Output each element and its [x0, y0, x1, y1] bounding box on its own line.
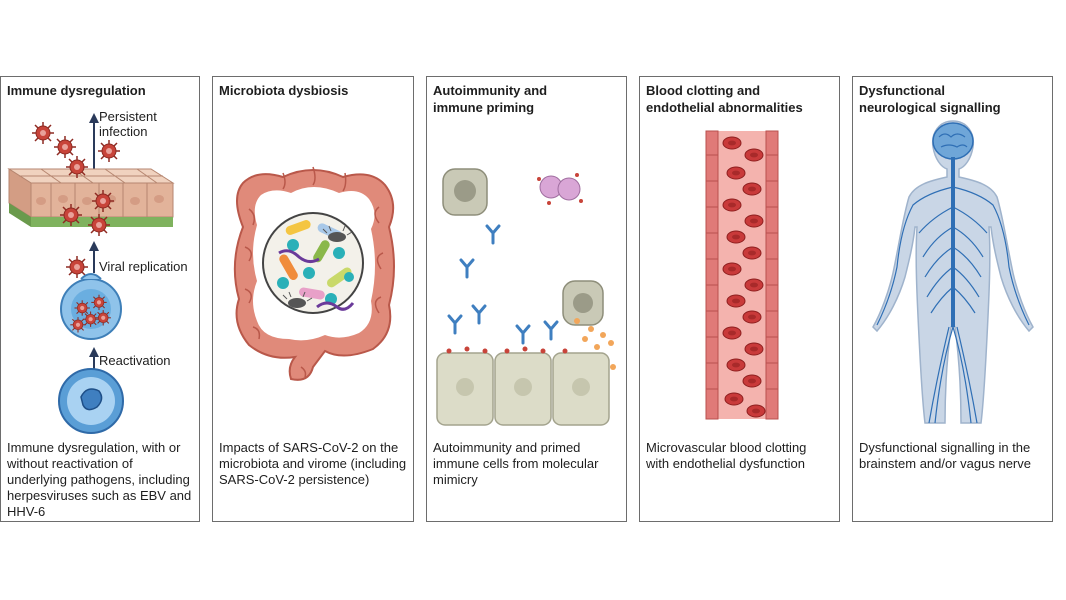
intestine-icon — [233, 166, 395, 381]
panel-title: Microbiota dysbiosis — [219, 83, 349, 98]
panel-caption: Microvascular blood clotting with endoth… — [646, 440, 807, 471]
immune-dysregulation-illustration — [7, 113, 175, 434]
autoimmunity-illustration — [436, 168, 616, 426]
label-reactivation: Reactivation — [99, 353, 171, 368]
panel-title: Autoimmunity and immune priming — [433, 83, 548, 115]
panel-caption: Autoimmunity and primed immune cells fro… — [433, 440, 599, 487]
panel-title: Immune dysregulation — [7, 83, 146, 98]
blood-vessel-illustration — [705, 130, 779, 420]
panel-immune-dysregulation: Immune dysregulation — [0, 76, 200, 522]
panel-title: Blood clotting and endothelial abnormali… — [646, 83, 803, 115]
panel-microbiota-dysbiosis: Microbiota dysbiosis — [212, 76, 414, 522]
panel-title: Dysfunctional neurological signalling — [859, 83, 1001, 115]
panel-autoimmunity: Autoimmunity and immune priming — [426, 76, 627, 522]
panel-caption: Impacts of SARS-CoV-2 on the microbiota … — [219, 440, 407, 487]
label-viral-replication: Viral replication — [99, 259, 188, 274]
panel-caption: Immune dysregulation, with or without re… — [7, 440, 192, 519]
panel-caption: Dysfunctional signalling in the brainste… — [859, 440, 1031, 471]
panel-neurological: Dysfunctional neurological signalling Dy… — [852, 76, 1053, 522]
panel-blood-clotting: Blood clotting and endothelial abnormali… — [639, 76, 840, 522]
human-body-icon — [872, 120, 1034, 424]
label-persistent-infection: Persistent infection — [99, 109, 157, 139]
